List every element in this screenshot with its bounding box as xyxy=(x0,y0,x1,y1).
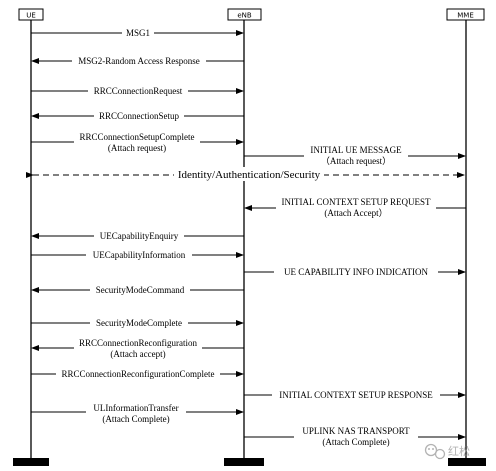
rrc-connection-setup-complete-sub: (Attach request) xyxy=(108,143,166,153)
initial-context-setup-response-label: INITIAL CONTEXT SETUP RESPONSE xyxy=(279,390,433,400)
message-ul-information-transfer: ULInformationTransfer (Attach Complete) xyxy=(31,401,244,425)
message-rrc-connection-setup-complete: RRCConnectionSetupComplete (Attach reque… xyxy=(31,130,244,154)
initial-context-setup-request-label: INITIAL CONTEXT SETUP REQUEST xyxy=(282,197,431,207)
entity-enb-label: eNB xyxy=(237,12,252,20)
message-initial-ue-message: INITIAL UE MESSAGE （Attach request） xyxy=(244,144,466,168)
uplink-nas-transport-label: UPLINK NAS TRANSPORT xyxy=(302,426,410,436)
watermark-text: 红松 xyxy=(448,444,470,458)
rrc-connection-reconfiguration-label: RRCConnectionReconfiguration xyxy=(79,338,197,348)
watermark: 红松 xyxy=(424,443,470,460)
security-mode-command-label: SecurityModeCommand xyxy=(96,285,185,295)
rrc-connection-setup-label: RRCConnectionSetup xyxy=(99,111,180,121)
security-mode-complete-label: SecurityModeComplete xyxy=(96,318,182,328)
message-rrc-connection-request: RRCConnectionRequest xyxy=(31,84,244,96)
initial-ue-message-label: INITIAL UE MESSAGE xyxy=(310,145,402,155)
rrc-connection-reconfiguration-sub: (Attach accept) xyxy=(110,349,165,359)
entity-mme: MME xyxy=(446,8,485,21)
message-identity-authentication-security: Identity/Authentication/Security xyxy=(26,167,465,181)
message-security-mode-complete: SecurityModeComplete xyxy=(31,316,244,328)
message-rrc-connection-reconfiguration: RRCConnectionReconfiguration (Attach acc… xyxy=(31,336,244,360)
message-ue-capability-information: UECapabilityInformation xyxy=(31,248,244,260)
message-initial-context-setup-request: INITIAL CONTEXT SETUP REQUEST (Attach Ac… xyxy=(244,196,466,220)
message-msg1: MSG1 xyxy=(31,26,244,38)
foot-ue xyxy=(13,458,49,466)
ue-capability-information-label: UECapabilityInformation xyxy=(93,250,186,260)
message-msg2: MSG2-Random Access Response xyxy=(31,54,244,66)
message-ue-capability-info-indication: UE CAPABILITY INFO INDICATION xyxy=(244,265,466,277)
message-uplink-nas-transport: UPLINK NAS TRANSPORT (Attach Complete) xyxy=(244,425,466,449)
ue-capability-enquiry-label: UECapabilityEnquiry xyxy=(100,231,179,241)
entity-enb: eNB xyxy=(227,8,262,21)
uplink-nas-transport-sub: (Attach Complete) xyxy=(322,437,389,447)
rrc-connection-request-label: RRCConnectionRequest xyxy=(94,86,183,96)
msg1-label: MSG1 xyxy=(126,28,150,38)
message-security-mode-command: SecurityModeCommand xyxy=(31,283,244,295)
message-ue-capability-enquiry: UECapabilityEnquiry xyxy=(31,229,244,241)
message-rrc-connection-setup: RRCConnectionSetup xyxy=(31,109,244,121)
msg2-label: MSG2-Random Access Response xyxy=(78,56,200,66)
entity-mme-label: MME xyxy=(457,12,474,20)
rrc-connection-setup-complete-label: RRCConnectionSetupComplete xyxy=(80,132,195,142)
initial-ue-message-sub: （Attach request） xyxy=(321,156,391,166)
entity-ue: UE xyxy=(18,8,44,21)
ue-capability-info-indication-label: UE CAPABILITY INFO INDICATION xyxy=(284,267,429,277)
identity-authentication-security-label: Identity/Authentication/Security xyxy=(178,169,321,181)
watermark-icon xyxy=(424,443,446,460)
message-rrc-connection-reconfiguration-complete: RRCConnectionReconfigurationComplete xyxy=(31,367,244,379)
initial-context-setup-request-sub: (Attach Accept） xyxy=(324,208,387,218)
foot-enb xyxy=(224,458,264,466)
message-initial-context-setup-response: INITIAL CONTEXT SETUP RESPONSE xyxy=(244,388,466,400)
ul-information-transfer-sub: (Attach Complete) xyxy=(102,414,169,424)
entity-ue-label: UE xyxy=(26,12,36,20)
rrc-connection-reconfiguration-complete-label: RRCConnectionReconfigurationComplete xyxy=(62,369,215,379)
foot-mme xyxy=(448,458,486,466)
ul-information-transfer-label: ULInformationTransfer xyxy=(93,403,178,413)
